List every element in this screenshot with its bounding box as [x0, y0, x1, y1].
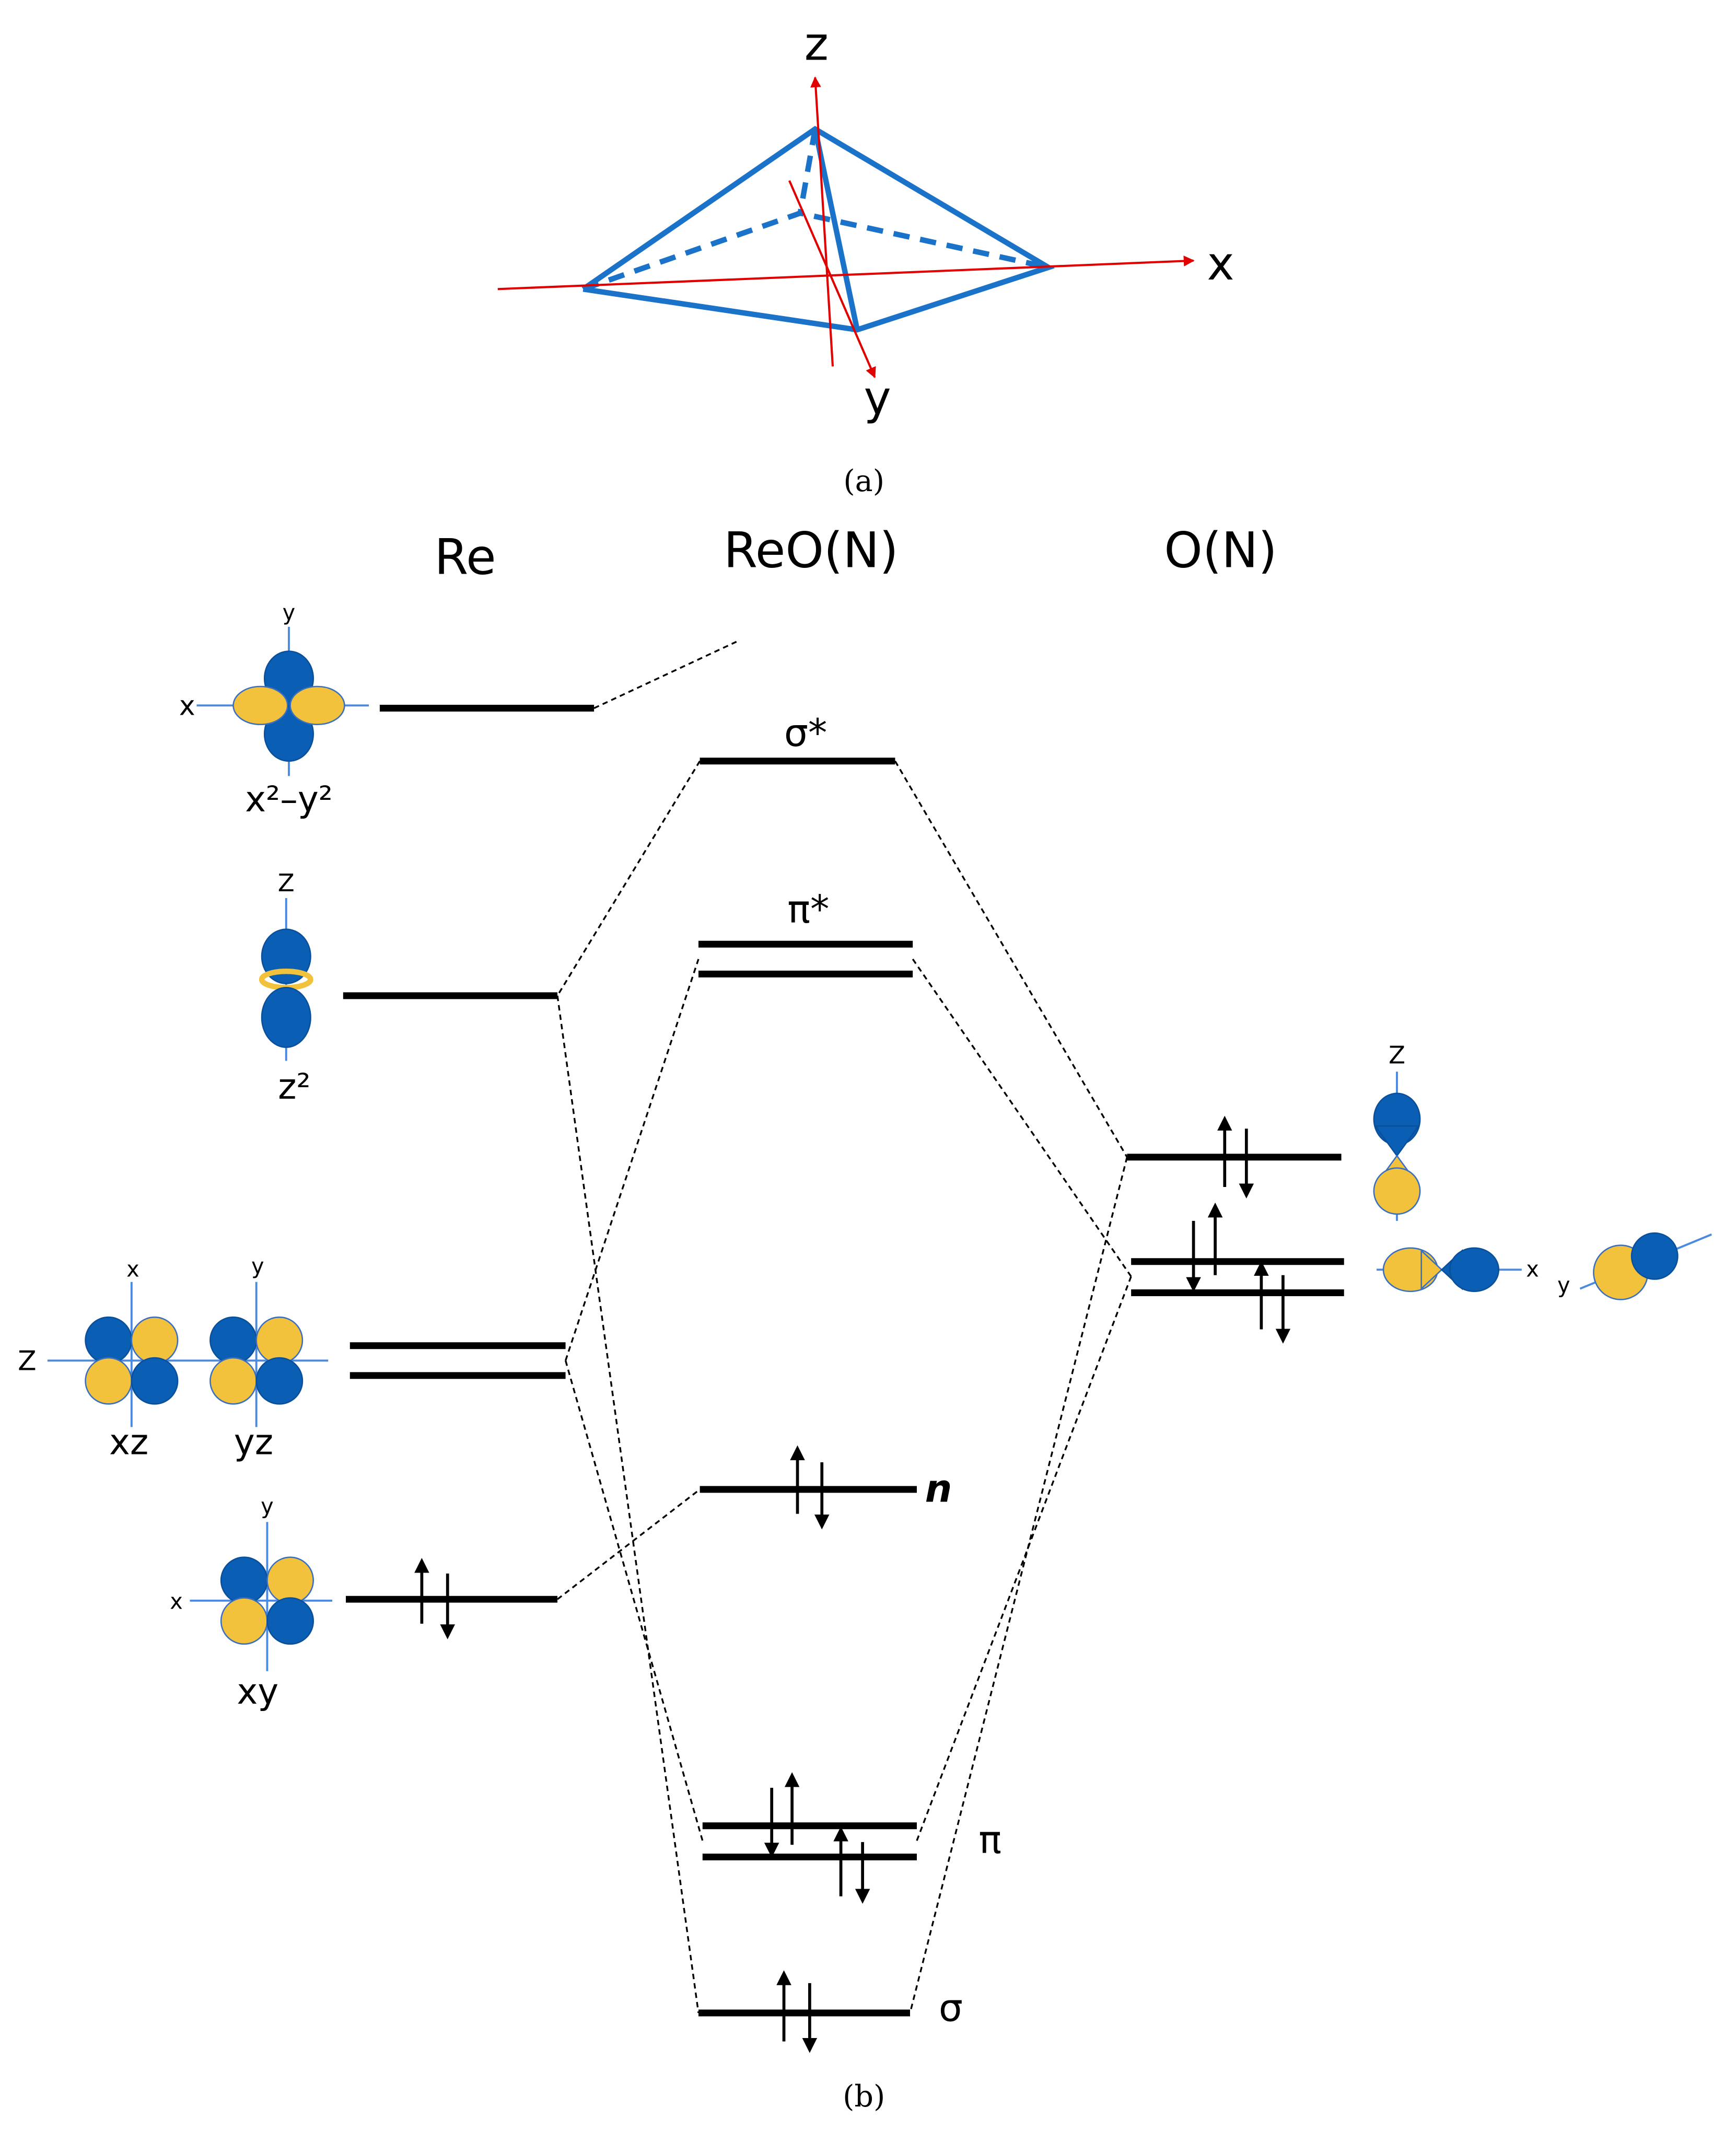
axis-label-y: y — [864, 371, 891, 425]
orbital-dxz-icon — [47, 1282, 329, 1427]
orbital-label-xz: xz — [109, 1421, 148, 1462]
orbital-axis-label: Z — [278, 869, 295, 898]
orbital-axis-label: x — [126, 1256, 139, 1282]
orbital-axis-label: y — [1557, 1272, 1570, 1298]
orbital-label-x2-y2: x²–y² — [245, 778, 333, 820]
orbital-axis-label: y — [261, 1494, 274, 1519]
orbital-axis-label: x — [179, 691, 195, 722]
orbital-pz-icon — [1373, 1072, 1421, 1221]
label-pi-star: π* — [787, 888, 829, 932]
re-levels — [343, 705, 595, 1603]
column-header-on: O(N) — [1164, 522, 1277, 579]
orbital-dx2-y2-icon — [196, 626, 369, 776]
orbital-axis-label: y — [283, 600, 296, 625]
orbital-dyz-icon — [209, 1282, 304, 1427]
orbital-axis-label: y — [251, 1253, 264, 1279]
axis-label-x: x — [1207, 237, 1234, 290]
orbital-axis-label: x — [170, 1588, 183, 1614]
square-pyramid — [581, 125, 1055, 333]
orbital-axis-label: Z — [1389, 1042, 1405, 1070]
caption-a: (a) — [843, 464, 884, 498]
orbital-py-icon — [1579, 1232, 1712, 1300]
column-header-reon: ReO(N) — [724, 522, 899, 579]
orbital-label-xy: xy — [237, 1671, 278, 1712]
correlation-lines — [556, 641, 1132, 2013]
label-pi: π — [978, 1819, 1001, 1862]
orbital-label-yz: yz — [234, 1421, 273, 1462]
mo-levels — [698, 758, 917, 2017]
column-header-re: Re — [434, 529, 496, 586]
axis-label-z: z — [805, 17, 829, 71]
orbital-axis-label: x — [1526, 1256, 1539, 1282]
label-n: n — [925, 1467, 952, 1511]
orbital-label-z2: z² — [278, 1066, 310, 1107]
electron-arrows — [414, 1115, 1291, 2053]
orbital-axis-label: Z — [18, 1345, 37, 1377]
label-sigma-star: σ* — [784, 712, 827, 755]
coordinate-axes — [497, 76, 1195, 379]
orbital-dxy-icon — [190, 1522, 333, 1671]
caption-b: (b) — [843, 2079, 885, 2114]
ligand-levels — [1127, 1154, 1344, 1296]
orbital-dz2-icon — [259, 898, 313, 1061]
orbital-px-icon — [1377, 1247, 1522, 1293]
label-sigma: σ — [939, 1987, 963, 2031]
